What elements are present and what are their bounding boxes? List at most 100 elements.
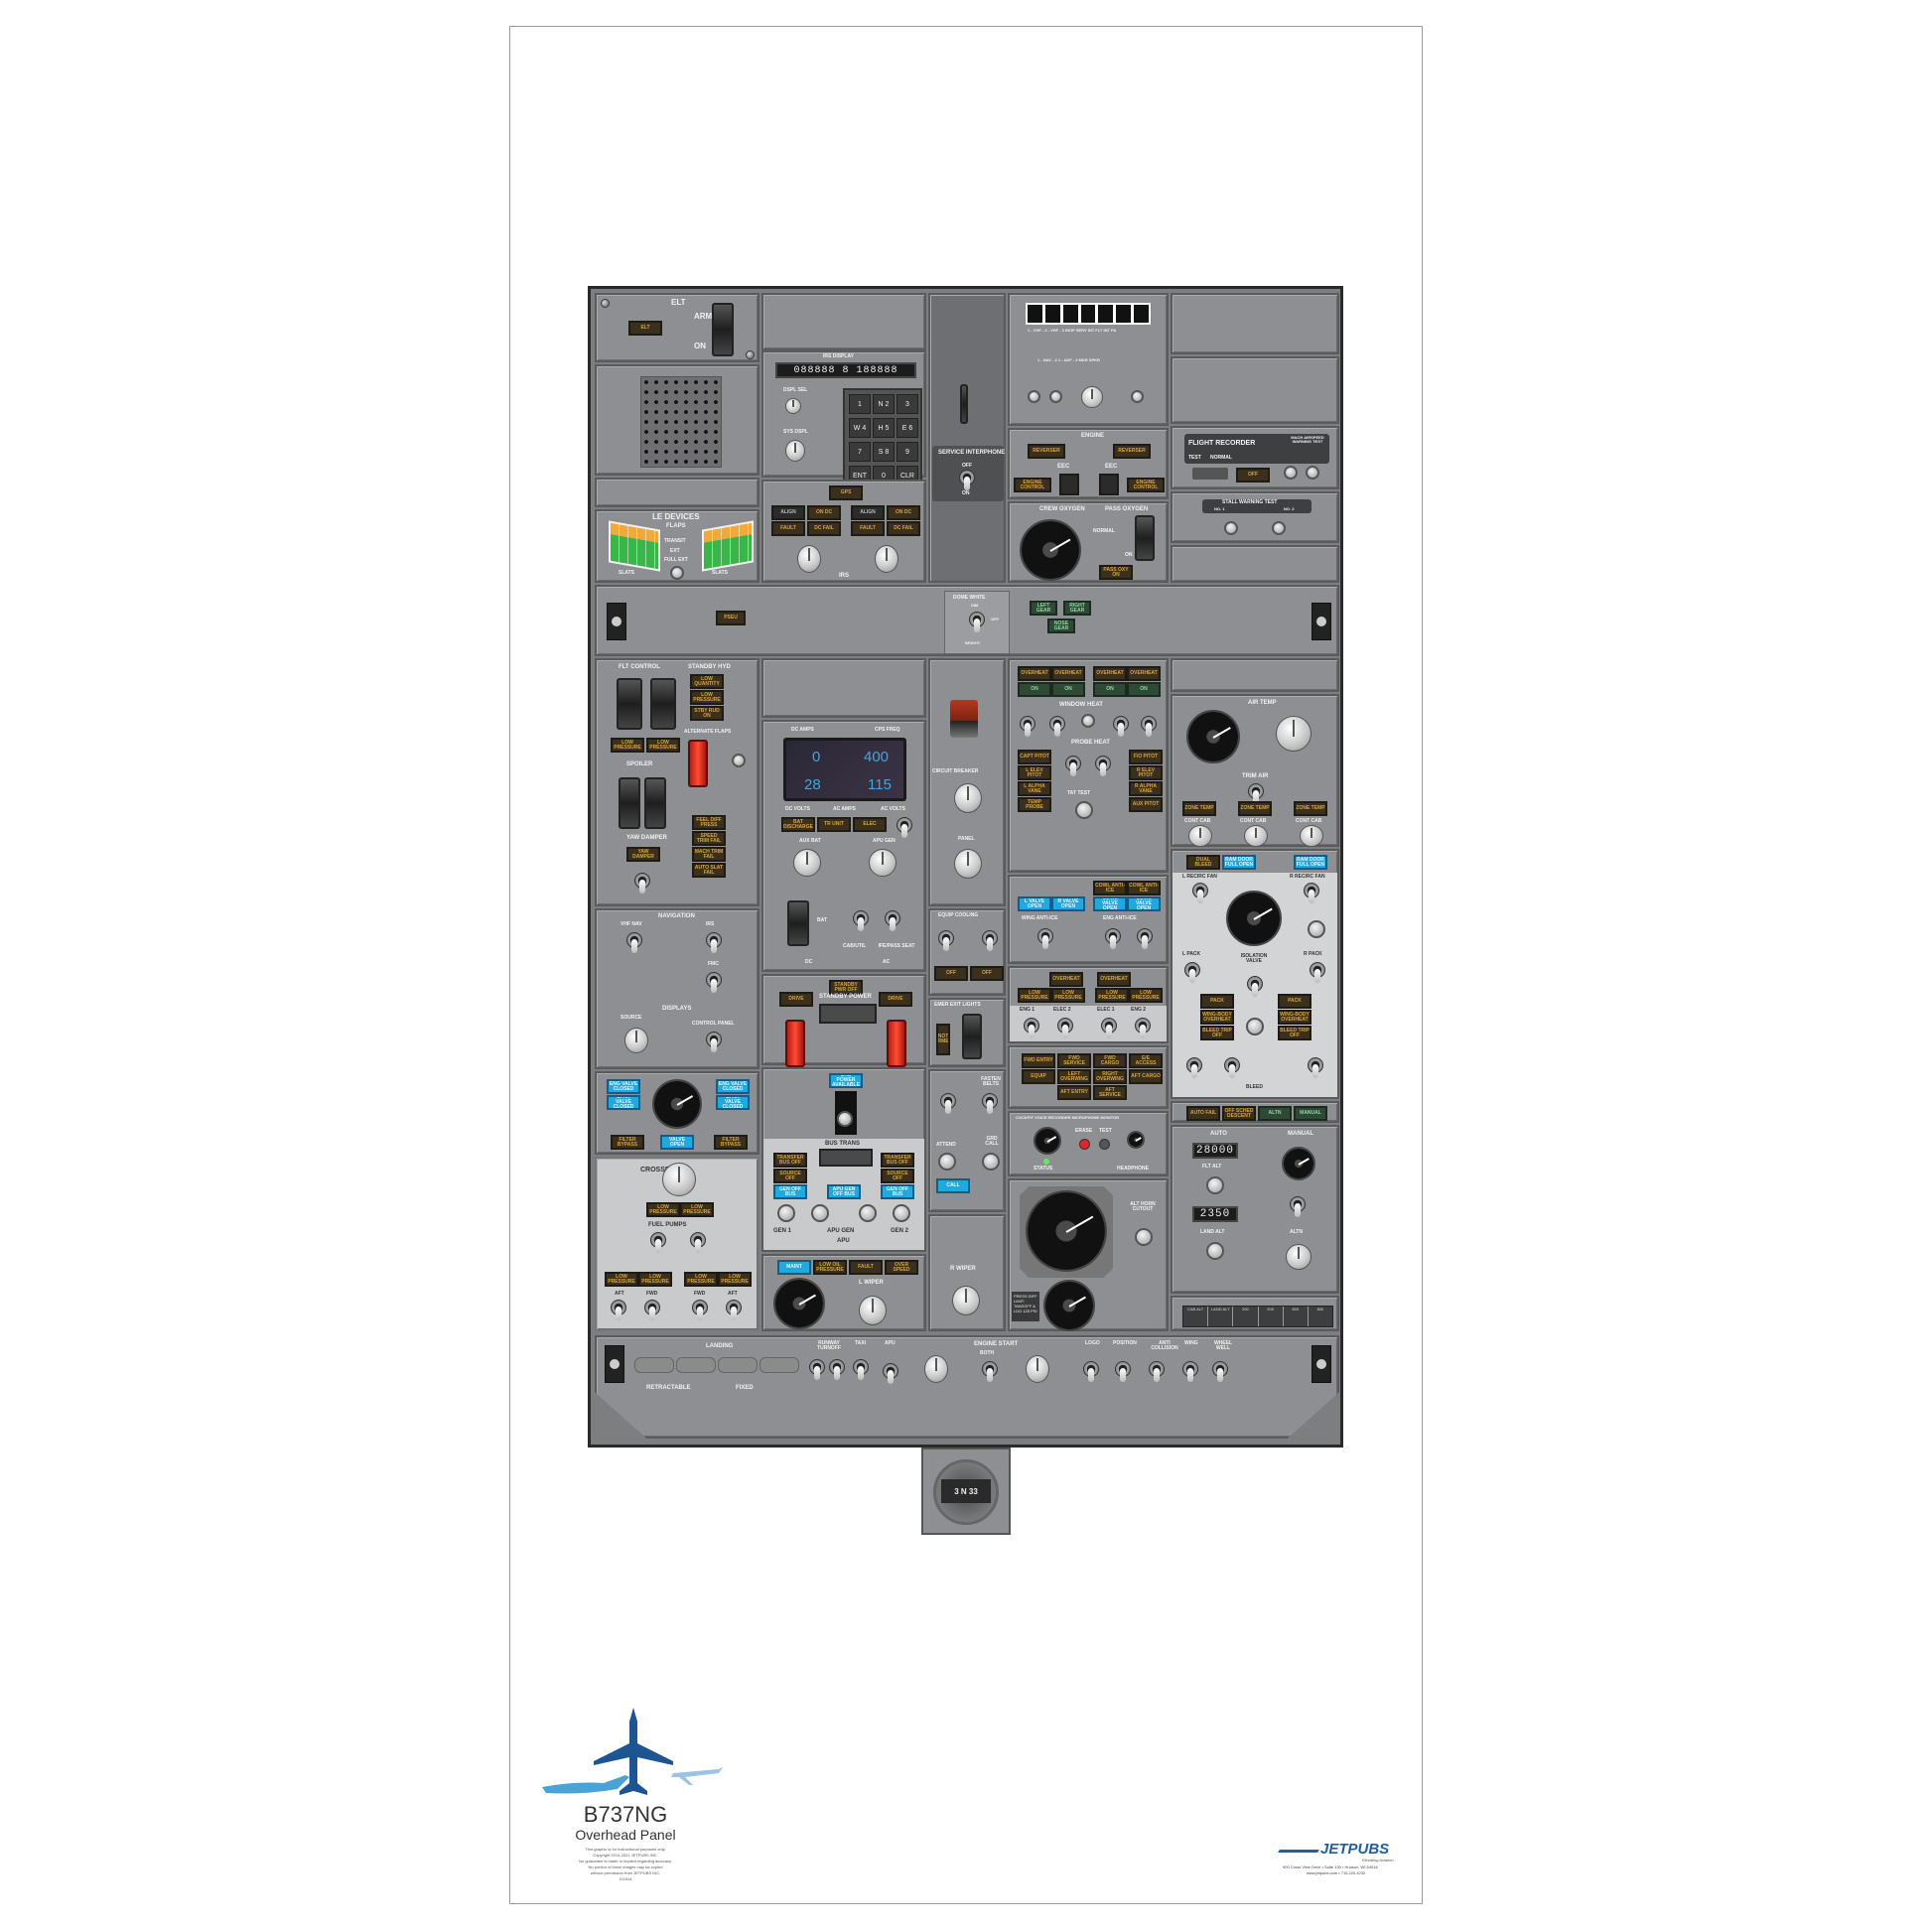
key-1[interactable]: 1 [849,394,871,414]
key-8[interactable]: S 8 [873,442,895,462]
probe-heat-b-switch[interactable] [1095,756,1111,776]
apu-bleed-switch[interactable] [1224,1057,1240,1078]
maint-button[interactable] [897,817,912,838]
key-7[interactable]: 7 [849,442,871,462]
cvr-test-button[interactable] [1099,1139,1110,1150]
wing-anti-ice-switch[interactable] [1037,928,1053,949]
window-heat-r-side-switch[interactable] [1141,716,1157,737]
key-2[interactable]: N 2 [873,394,895,414]
left-lower-lock-icon[interactable] [605,1345,624,1383]
key-6[interactable]: E 6 [897,418,918,438]
dc-meter-selector[interactable] [793,849,821,877]
stall-test-1-button[interactable] [1224,521,1238,535]
battery-switch[interactable] [787,900,809,946]
alt-horn-cutout-button[interactable] [1135,1228,1153,1246]
mic-button[interactable] [1028,305,1042,323]
equip-cooling-supply-switch[interactable] [938,930,954,951]
mic-button[interactable] [1116,305,1132,323]
apu-gen-1-switch[interactable] [811,1204,829,1222]
landing-retract-r-switch[interactable] [676,1357,716,1373]
key-4[interactable]: W 4 [849,418,871,438]
mic-button[interactable] [1080,305,1096,323]
flt-control-b-switch[interactable] [650,678,676,730]
l-pack-switch[interactable] [1184,962,1200,983]
cont-cab-temp-selector[interactable] [1188,825,1212,847]
rt-ic-switch[interactable] [1028,390,1040,403]
ife-pass-seat-switch[interactable] [885,910,900,931]
irs-transfer-switch[interactable] [706,932,722,953]
key-5[interactable]: H 5 [873,418,895,438]
outflow-valve-switch[interactable] [1290,1196,1306,1217]
ovht-test-button[interactable] [1308,920,1325,938]
isolation-valve-switch[interactable] [1247,976,1263,997]
mic-button[interactable] [1044,305,1060,323]
aft1-pump-switch[interactable] [611,1300,626,1320]
elec1-hyd-pump-switch[interactable] [1101,1018,1117,1038]
grd-call-button[interactable] [982,1153,1000,1171]
bleed-1-switch[interactable] [1186,1057,1202,1078]
alternate-flaps-arm-guard[interactable] [688,740,708,787]
dome-light-switch[interactable] [969,612,985,632]
fasten-belts-switch[interactable] [982,1093,998,1114]
crossfeed-selector[interactable] [662,1163,696,1196]
taxi-light-switch[interactable] [853,1359,869,1380]
stall-test-2-button[interactable] [1272,521,1286,535]
flt-control-a-switch[interactable] [617,678,642,730]
r-pack-switch[interactable] [1310,962,1325,983]
attend-button[interactable] [938,1153,956,1171]
mic-button[interactable] [1134,305,1150,323]
tat-test-button[interactable] [1075,801,1093,819]
position-light-switch[interactable] [1115,1361,1131,1382]
eng-anti-ice-2-switch[interactable] [1137,928,1153,949]
logo-light-switch[interactable] [1083,1361,1099,1382]
irs-mode-right-knob[interactable] [875,545,898,573]
gen-1-switch[interactable] [777,1204,795,1222]
engine-start-1-switch[interactable] [924,1355,948,1383]
emer-exit-switch[interactable] [962,1014,982,1059]
right-lower-lock-icon[interactable] [1311,1345,1331,1383]
trim-air-switch[interactable] [1248,783,1264,804]
eng-anti-ice-1-switch[interactable] [1105,928,1121,949]
bus-transfer-switch[interactable] [819,1149,873,1167]
ignition-select-switch[interactable] [982,1361,998,1382]
dspl-sel-knob[interactable] [785,398,801,414]
filter-knob[interactable] [1081,386,1103,408]
air-temp-source-selector[interactable] [1276,716,1311,752]
runway-turnoff-r-switch[interactable] [829,1359,845,1380]
left-panel-lock-icon[interactable] [607,603,626,640]
display-source-knob[interactable] [624,1028,648,1053]
land-alt-selector[interactable] [1206,1242,1224,1260]
ctr-pump-r-switch[interactable] [690,1232,706,1253]
fwd2-pump-switch[interactable] [692,1300,708,1320]
anti-collision-switch[interactable] [1149,1361,1165,1382]
irs-mode-left-knob[interactable] [797,545,821,573]
probe-heat-a-switch[interactable] [1065,756,1081,776]
ac-meter-selector[interactable] [869,849,897,877]
landing-retract-l-switch[interactable] [634,1357,674,1373]
l-recirc-fan-switch[interactable] [1192,883,1208,903]
key-9[interactable]: 9 [897,442,918,462]
apu-start-switch[interactable] [883,1363,898,1384]
fmc-transfer-switch[interactable] [706,972,722,993]
fwd1-pump-switch[interactable] [644,1300,660,1320]
alternate-flaps-updown-switch[interactable] [732,754,746,767]
mach-warning-test-1[interactable] [1284,466,1298,480]
yaw-damper-switch[interactable] [634,873,650,894]
eec-2-switch[interactable] [1099,474,1119,495]
panel-dimmer[interactable] [954,849,982,879]
window-heat-ovht-test[interactable] [1081,714,1095,728]
vhf-nav-switch[interactable] [626,932,642,953]
no-smoking-switch[interactable] [940,1093,956,1114]
elec2-hyd-pump-switch[interactable] [1057,1018,1073,1038]
window-heat-l-side-switch[interactable] [1020,716,1035,737]
r-recirc-fan-switch[interactable] [1304,883,1319,903]
le-test-button[interactable] [670,566,684,580]
r-wiper-selector[interactable] [952,1286,980,1315]
landing-fixed-l-switch[interactable] [718,1357,758,1373]
control-panel-switch[interactable] [706,1032,722,1052]
right-panel-lock-icon[interactable] [1311,603,1331,640]
headphone-jack[interactable] [1127,1131,1145,1149]
spoiler-b-switch[interactable] [644,777,666,829]
mic-button[interactable] [1062,305,1078,323]
fwd-cab-temp-selector[interactable] [1244,825,1268,847]
